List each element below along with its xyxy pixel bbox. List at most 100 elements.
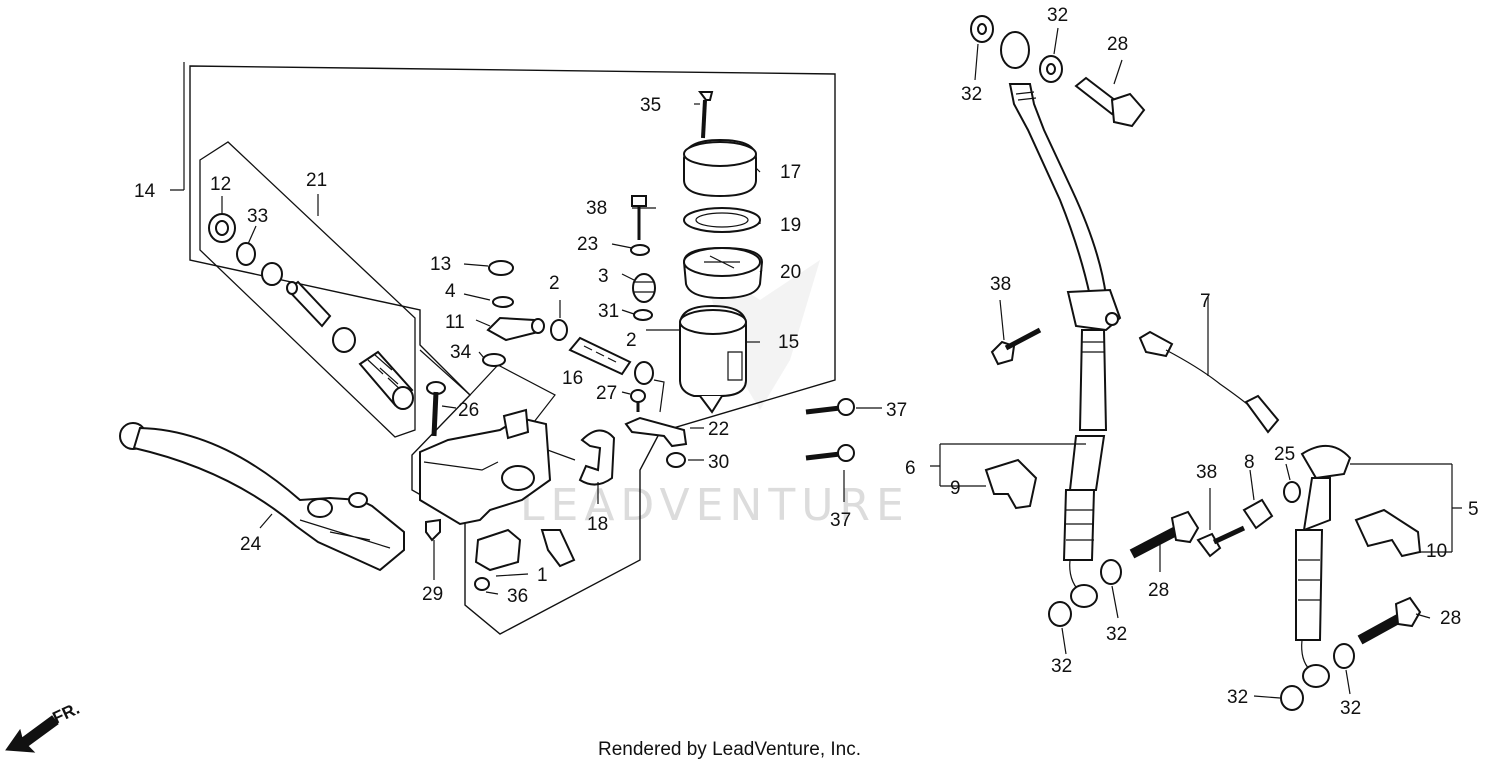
callout-37-upper: 37 — [886, 400, 907, 421]
banjo-bolt-28-top — [1074, 76, 1146, 128]
callout-37-lower: 37 — [830, 510, 851, 531]
assembly-outline-piston-kit — [199, 141, 416, 438]
callout-33: 33 — [247, 206, 268, 227]
brake-hose-lower-right — [1295, 445, 1352, 688]
washer-25 — [1283, 481, 1301, 503]
brake-lever — [119, 422, 405, 572]
washer-32-mid-lower — [1048, 601, 1072, 627]
callout-32-top-left: 32 — [961, 84, 982, 105]
footer-credit: Rendered by LeadVenture, Inc. — [598, 739, 861, 760]
piston-cup — [208, 213, 236, 243]
reservoir-hose — [568, 336, 632, 376]
return-spring — [358, 350, 414, 410]
screw-36 — [474, 577, 490, 591]
reservoir-cap — [683, 138, 757, 198]
callout-18: 18 — [587, 514, 608, 535]
nut-30 — [666, 452, 686, 468]
reservoir-bolt — [631, 195, 647, 240]
front-direction-arrow-icon: FR. — [5, 699, 83, 753]
callout-24: 24 — [240, 534, 262, 555]
bolt-38-mid — [990, 327, 1042, 366]
hose-clip-upper — [550, 319, 568, 341]
callout-10: 10 — [1426, 541, 1447, 562]
grommet — [632, 273, 656, 303]
callout-28-top: 28 — [1107, 34, 1128, 55]
callout-27: 27 — [596, 383, 617, 404]
callout-30: 30 — [708, 452, 729, 473]
callout-21: 21 — [306, 170, 327, 191]
callout-15: 15 — [778, 332, 799, 353]
washer-32-bottom-right — [1333, 643, 1355, 669]
callout-28-bottom: 28 — [1440, 608, 1461, 629]
callout-5: 5 — [1468, 499, 1479, 520]
assembly-outline-master-cylinder — [189, 65, 836, 635]
collar-8 — [1242, 498, 1274, 530]
callout-12: 12 — [210, 174, 231, 195]
callout-20: 20 — [780, 262, 801, 283]
bolt-38-right — [1196, 525, 1246, 558]
callout-38-upper: 38 — [586, 198, 607, 219]
callout-6: 6 — [905, 458, 916, 479]
callout-38-mid: 38 — [990, 274, 1011, 295]
callout-35: 35 — [640, 95, 661, 116]
callout-29: 29 — [422, 584, 443, 605]
piston-seal — [261, 262, 283, 286]
circlip — [236, 242, 256, 266]
callout-2-upper: 2 — [549, 273, 560, 294]
pivot-bolt-26 — [426, 381, 446, 437]
callout-32-bottom-left: 32 — [1227, 687, 1248, 708]
washer-32-bottom-left — [1280, 685, 1304, 711]
callout-23: 23 — [577, 234, 598, 255]
callout-19: 19 — [780, 215, 801, 236]
screw-27 — [630, 389, 646, 412]
callout-4: 4 — [445, 281, 456, 302]
callout-16: 16 — [562, 368, 583, 389]
banjo-bolt-28-bottom — [1357, 596, 1422, 645]
callout-32-mid-right: 32 — [1106, 624, 1127, 645]
callout-11: 11 — [445, 312, 465, 333]
callout-17: 17 — [780, 162, 801, 183]
callout-32-mid-left: 32 — [1051, 656, 1072, 677]
nut-29 — [425, 518, 441, 542]
callout-38-right: 38 — [1196, 462, 1217, 483]
bolt-37-lower — [805, 444, 855, 462]
cap-plate — [683, 207, 761, 233]
callout-2-lower: 2 — [626, 330, 637, 351]
callout-25: 25 — [1274, 444, 1295, 465]
collar — [630, 244, 650, 256]
callout-1: 1 — [537, 565, 548, 586]
callout-32-bottom-right: 32 — [1340, 698, 1361, 719]
callout-28-mid: 28 — [1148, 580, 1169, 601]
washer-32-top-right — [1039, 55, 1063, 83]
hose-clip-lower — [634, 361, 654, 385]
piston — [286, 280, 332, 328]
callout-labels: 1 2 2 3 4 5 6 7 8 9 10 11 12 13 14 15 16… — [134, 5, 1479, 719]
callout-22: 22 — [708, 419, 729, 440]
callout-26: 26 — [458, 400, 479, 421]
bolt-37-upper — [805, 398, 855, 416]
reservoir-screw — [698, 91, 714, 139]
callout-9: 9 — [950, 478, 961, 499]
callout-14: 14 — [134, 181, 156, 202]
diaphragm — [682, 246, 764, 300]
o-ring-34 — [482, 353, 506, 367]
callout-31: 31 — [598, 301, 619, 322]
washer-32-top-left — [970, 15, 994, 43]
hose-joint — [486, 260, 545, 342]
callout-8: 8 — [1244, 452, 1255, 473]
brake-hose-lower-left — [1062, 435, 1106, 608]
callout-7: 7 — [1200, 291, 1211, 312]
washer-31 — [633, 309, 653, 321]
master-cylinder-body — [419, 408, 552, 526]
brake-switch — [474, 528, 576, 572]
callout-13: 13 — [430, 254, 451, 275]
callout-36: 36 — [507, 586, 528, 607]
callout-32-top-right: 32 — [1047, 5, 1068, 26]
brake-pipe-7 — [1138, 330, 1280, 434]
callout-3: 3 — [598, 266, 609, 287]
banjo-bolt-28-mid — [1129, 510, 1200, 559]
hose-clamp-10 — [1354, 508, 1422, 558]
brake-hose-upper — [1000, 31, 1122, 431]
leader-lines — [170, 27, 1462, 699]
